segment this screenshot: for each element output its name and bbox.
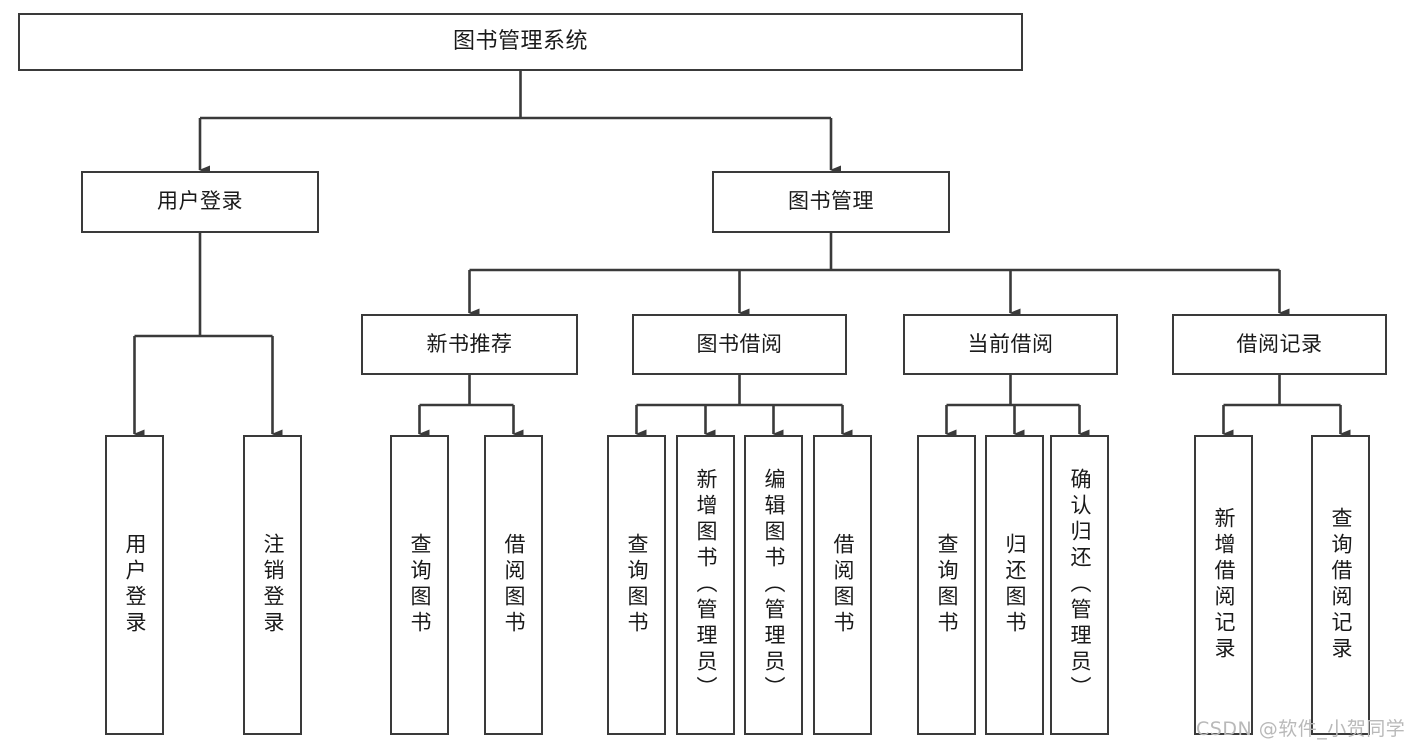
node-label-leaf-add-record: 新增借阅记录	[1212, 507, 1236, 663]
node-book-borrow[interactable]: 图书借阅	[632, 314, 847, 375]
node-user-login[interactable]: 用户登录	[81, 171, 319, 233]
node-label-leaf-borrow-book-1: 借阅图书	[502, 533, 526, 637]
node-leaf-add-record[interactable]: 新增借阅记录	[1194, 435, 1253, 735]
node-leaf-query-book-3[interactable]: 查询图书	[917, 435, 976, 735]
node-label-book-manage: 图书管理	[788, 189, 874, 214]
node-leaf-user-login[interactable]: 用户登录	[105, 435, 164, 735]
node-label-leaf-borrow-book-2: 借阅图书	[831, 533, 855, 637]
node-root[interactable]: 图书管理系统	[18, 13, 1023, 71]
node-label-leaf-user-login: 用户登录	[123, 533, 147, 637]
node-leaf-borrow-book-1[interactable]: 借阅图书	[484, 435, 543, 735]
node-label-borrow-record: 借阅记录	[1236, 331, 1323, 356]
node-book-manage[interactable]: 图书管理	[712, 171, 950, 233]
node-borrow-record[interactable]: 借阅记录	[1172, 314, 1387, 375]
node-leaf-logout[interactable]: 注销登录	[243, 435, 302, 735]
node-leaf-query-book-2[interactable]: 查询图书	[607, 435, 666, 735]
node-label-current-borrow: 当前借阅	[967, 331, 1054, 356]
node-label-leaf-query-book-2: 查询图书	[625, 533, 649, 637]
edges	[133, 71, 1351, 439]
node-label-new-book-recommend: 新书推荐	[426, 331, 513, 356]
node-leaf-confirm-return[interactable]: 确认归还（管理员）	[1050, 435, 1109, 735]
node-label-leaf-query-book-3: 查询图书	[935, 533, 959, 637]
node-label-user-login: 用户登录	[157, 189, 243, 214]
node-leaf-borrow-book-2[interactable]: 借阅图书	[813, 435, 872, 735]
node-label-leaf-return-book: 归还图书	[1003, 533, 1027, 637]
node-label-leaf-query-record: 查询借阅记录	[1329, 507, 1353, 663]
node-leaf-add-book[interactable]: 新增图书（管理员）	[676, 435, 735, 735]
node-leaf-query-book-1[interactable]: 查询图书	[390, 435, 449, 735]
node-leaf-query-record[interactable]: 查询借阅记录	[1311, 435, 1370, 735]
node-label-leaf-query-book-1: 查询图书	[408, 533, 432, 637]
node-new-book-recommend[interactable]: 新书推荐	[361, 314, 578, 375]
node-label-root: 图书管理系统	[452, 28, 588, 54]
node-label-leaf-confirm-return: 确认归还（管理员）	[1068, 468, 1092, 702]
node-label-book-borrow: 图书借阅	[696, 331, 783, 356]
node-label-leaf-add-book: 新增图书（管理员）	[694, 468, 718, 702]
node-leaf-edit-book[interactable]: 编辑图书（管理员）	[744, 435, 803, 735]
node-label-leaf-edit-book: 编辑图书（管理员）	[762, 468, 786, 702]
node-label-leaf-logout: 注销登录	[261, 533, 285, 637]
node-leaf-return-book[interactable]: 归还图书	[985, 435, 1044, 735]
node-current-borrow[interactable]: 当前借阅	[903, 314, 1118, 375]
watermark: CSDN @软件_小贺同学	[1196, 718, 1405, 740]
